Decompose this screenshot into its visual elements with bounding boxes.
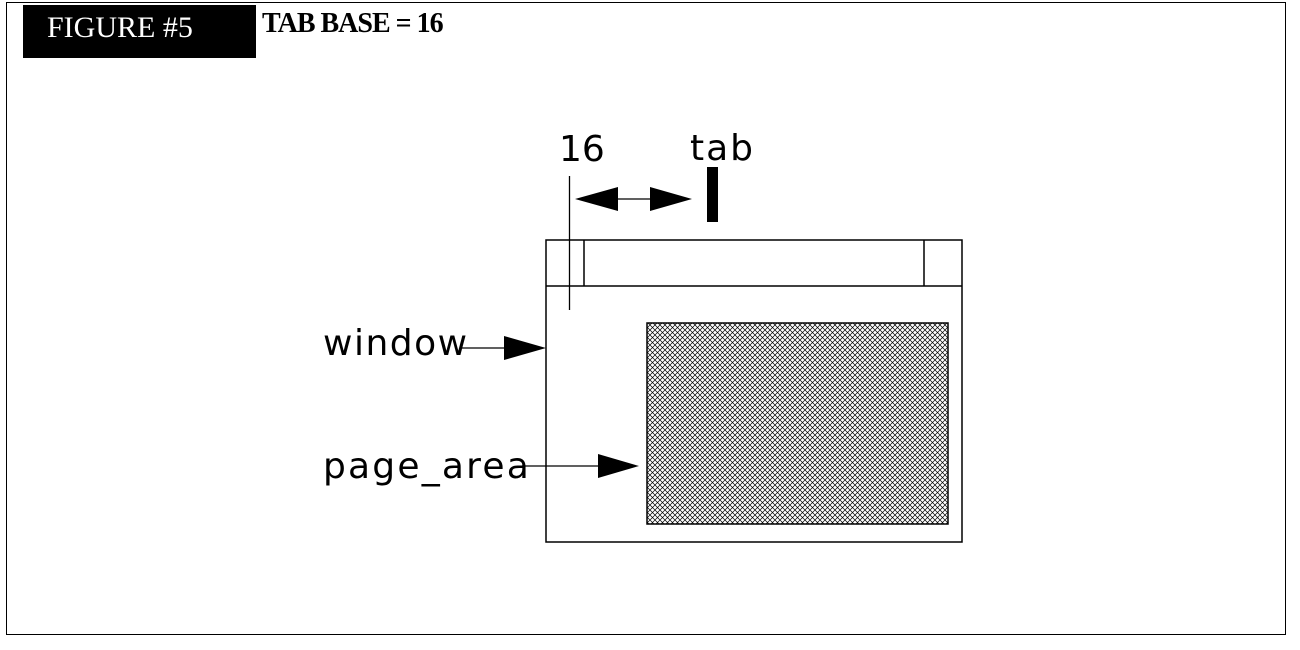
tab-label: tab — [690, 128, 755, 169]
dimension-arrow — [575, 187, 692, 211]
figure-title: TAB BASE = 16 — [262, 8, 444, 39]
window-pointer-arrow — [462, 336, 546, 360]
figure-label: FIGURE #5 — [23, 5, 256, 58]
page-area-label: page_area — [323, 446, 531, 487]
figure-frame — [6, 2, 1286, 635]
tab-stop-marker — [707, 167, 718, 222]
page-area-shape — [646, 322, 949, 525]
dimension-label: 16 — [559, 129, 605, 170]
window-shape — [545, 239, 963, 543]
window-label: window — [323, 323, 469, 364]
page-area-pointer-arrow — [522, 454, 639, 478]
